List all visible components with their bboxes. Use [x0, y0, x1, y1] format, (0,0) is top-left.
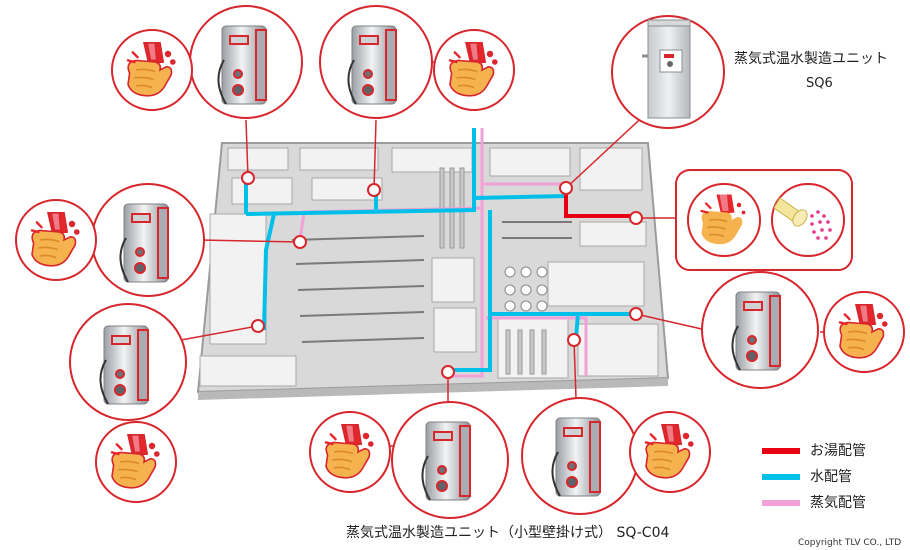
wall-mount-water-heater-icon: [731, 290, 782, 372]
legend-label: 水配管: [810, 469, 852, 485]
wall-mount-water-heater-icon: [347, 24, 398, 106]
hot-water-usage-box: [675, 169, 853, 271]
hand-callout-2: [433, 29, 515, 111]
unit-callout-mid-left: [91, 183, 205, 297]
wall-mount-water-heater-icon: [99, 324, 150, 406]
legend-label: お湯配管: [810, 443, 866, 459]
hand-callout-5: [823, 291, 905, 373]
unit-callout-top-center: [319, 5, 433, 119]
sq6-model: SQ6: [806, 76, 833, 91]
wall-mount-water-heater-icon: [421, 420, 472, 502]
hand-callout-7: [629, 411, 711, 493]
legend-swatch: [762, 500, 800, 506]
wall-mount-water-heater-icon: [217, 24, 268, 106]
hand-callout-6: [309, 411, 391, 493]
steam-water-heater-unit-icon: [642, 19, 691, 119]
unit-callout-top-left: [189, 5, 303, 119]
unit-callout-sq6: [611, 15, 725, 129]
unit-callout-lower-left: [69, 303, 187, 421]
unit-callout-bottom-right: [521, 397, 639, 515]
copyright: Copyright TLV CO., LTD: [798, 538, 902, 548]
hand-callout-1: [111, 29, 193, 111]
unit-callout-bottom-center: [391, 401, 509, 519]
legend-label: 蒸気配管: [810, 495, 866, 511]
hot-water-pipes: [564, 188, 634, 218]
hand-callout-4: [95, 421, 177, 503]
shower-head-icon: [773, 197, 832, 240]
legend-swatch: [762, 448, 800, 454]
c04-title: 蒸気式温水製造ユニット（小型壁掛け式） SQ-C04: [346, 525, 670, 541]
unit-callout-right: [701, 271, 819, 389]
wall-mount-water-heater-icon: [119, 202, 170, 284]
floor-plan: [196, 142, 670, 400]
sq6-title: 蒸気式温水製造ユニット: [734, 51, 888, 67]
wall-mount-water-heater-icon: [551, 416, 602, 498]
endpoint-markers: [241, 171, 643, 379]
legend-swatch: [762, 474, 800, 480]
hand-callout-3: [15, 199, 97, 281]
